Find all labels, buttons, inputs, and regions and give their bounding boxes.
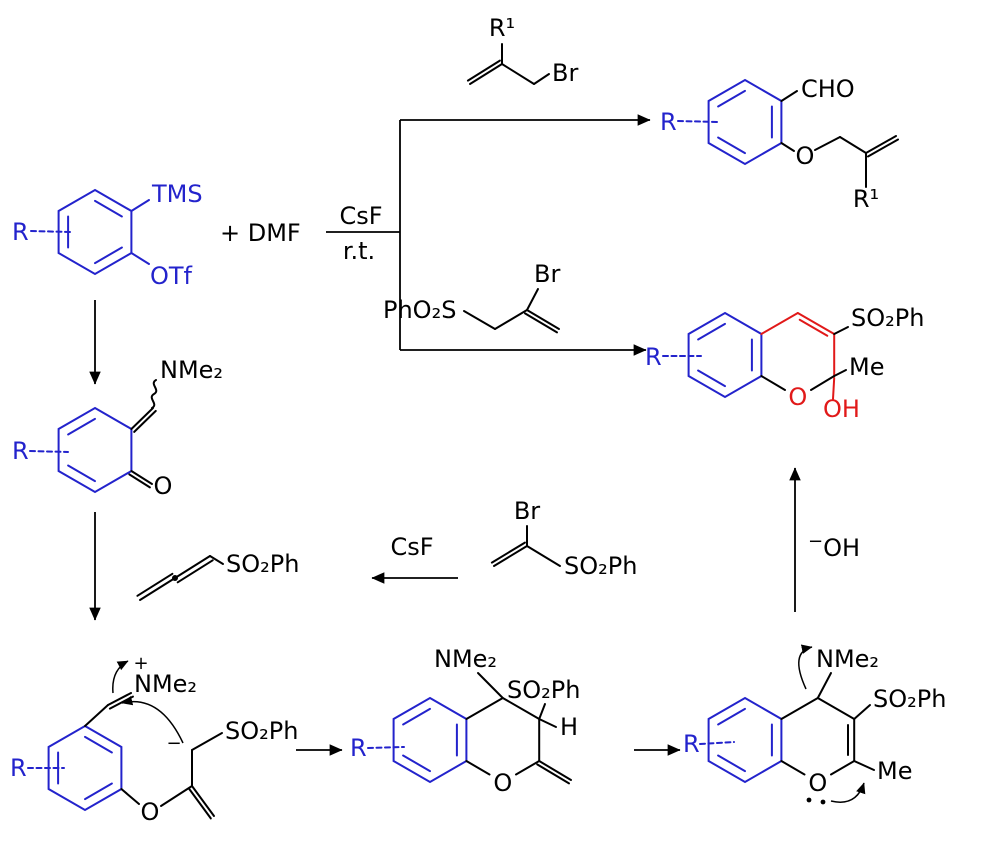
methallyl-bromide: R¹ Br xyxy=(466,14,578,87)
ring-o-label: O xyxy=(141,798,160,826)
me-label: Me xyxy=(849,353,884,381)
curved-arrow-pi-to-nitrogen xyxy=(112,660,129,694)
iminium-bonds xyxy=(27,692,223,820)
lone-pair-dot xyxy=(820,799,826,805)
so2ph-label: SO₂Ph xyxy=(507,676,580,704)
minus-charge: − xyxy=(166,733,181,754)
bromoallyl-sulfone-mid-bonds xyxy=(490,525,561,567)
methallyl-bromide-bonds xyxy=(466,43,550,85)
nme2-label: NMe₂ xyxy=(160,356,223,384)
iminium-intermediate: R NMe₂ + − O SO₂Ph xyxy=(10,653,298,826)
h-label: H xyxy=(560,713,578,741)
branch-arrows xyxy=(399,114,651,356)
nme2-label: NMe₂ xyxy=(134,670,197,698)
r1-label: R¹ xyxy=(489,14,515,42)
me-label: Me xyxy=(877,757,912,785)
so2ph-label: SO₂Ph xyxy=(564,552,637,580)
so2ph-label: SO₂Ph xyxy=(851,304,924,332)
curved-arrow-carbanion-to-iminium xyxy=(121,695,184,744)
reaction-conditions: CsF r.t. xyxy=(326,202,400,265)
curved-arrow-oxygen-lone-pair xyxy=(830,782,866,803)
ring-o-label: O xyxy=(493,769,512,797)
pho2s-label: PhO₂S xyxy=(383,296,456,324)
lone-pair-dot xyxy=(806,797,812,803)
br-label: Br xyxy=(514,497,540,525)
bromoallyl-sulfone-mid: Br SO₂Ph xyxy=(490,497,637,580)
nme2-label: NMe₂ xyxy=(434,645,497,673)
oh-label: OH xyxy=(823,395,860,423)
ether-o-label: O xyxy=(796,142,815,170)
so2ph-label: SO₂Ph xyxy=(225,717,298,745)
csf-step-arrow: CsF xyxy=(371,533,458,584)
enol-ether-bonds xyxy=(699,672,875,805)
nme2-label: NMe₂ xyxy=(816,645,879,673)
r-label: R xyxy=(350,734,367,762)
quinone-methide-bonds xyxy=(29,379,158,494)
r-label: R xyxy=(10,754,27,782)
r-label: R xyxy=(645,343,662,371)
aminochroman-bonds xyxy=(367,672,572,785)
curved-arrow-nme2-leaving xyxy=(798,644,813,690)
so2ph-label: SO₂Ph xyxy=(226,550,299,578)
r-label: R xyxy=(12,218,29,246)
br-label: Br xyxy=(534,260,560,288)
r-label: R xyxy=(660,108,677,136)
tms-label: TMS xyxy=(151,180,203,208)
hydroxide-oh: OH xyxy=(823,534,860,562)
r1-label: R¹ xyxy=(853,185,879,213)
ring-o-label: O xyxy=(788,383,807,411)
chromenol-product-bonds xyxy=(662,311,849,400)
quinone-methide-intermediate: R NMe₂ O xyxy=(12,356,223,500)
allyl-ether-product-bonds xyxy=(677,78,899,188)
plus-dmf-label: + DMF xyxy=(220,219,301,247)
allyl-ether-product: R CHO O R¹ xyxy=(660,75,899,213)
ring-o-label: O xyxy=(808,769,827,797)
aminochroman-intermediate: R NMe₂ SO₂Ph H O xyxy=(350,645,580,797)
br-label: Br xyxy=(552,59,578,87)
r-label: R xyxy=(12,437,29,465)
otf-label: OTf xyxy=(150,262,193,290)
csf-label: CsF xyxy=(390,533,433,561)
hydroxide-label: −OH xyxy=(808,531,860,562)
bromoallyl-sulfone-reagent: PhO₂S Br xyxy=(383,260,560,334)
wavy-bond xyxy=(150,379,158,409)
rt-label: r.t. xyxy=(343,237,375,265)
carbonyl-o-label: O xyxy=(154,472,173,500)
enol-ether-intermediate: R NMe₂ SO₂Ph Me O xyxy=(683,644,946,805)
hydroxide-charge: − xyxy=(808,531,823,552)
plus-charge: + xyxy=(133,653,148,674)
so2ph-label: SO₂Ph xyxy=(873,685,946,713)
aryne-precursor-bonds xyxy=(30,188,150,276)
r-label: R xyxy=(683,730,700,758)
csf-label: CsF xyxy=(339,202,382,230)
allenyl-sulfone-bonds xyxy=(136,555,224,601)
bromoallyl-sulfone-reagent-bonds xyxy=(463,288,560,334)
allene-center-dot xyxy=(172,575,178,581)
allenyl-sulfone: SO₂Ph xyxy=(136,550,299,601)
chromenol-product: R SO₂Ph Me O OH xyxy=(645,304,924,423)
aryne-precursor: TMS OTf R xyxy=(12,180,203,290)
hydroxide-step: −OH xyxy=(789,467,860,612)
cho-label: CHO xyxy=(801,75,855,103)
